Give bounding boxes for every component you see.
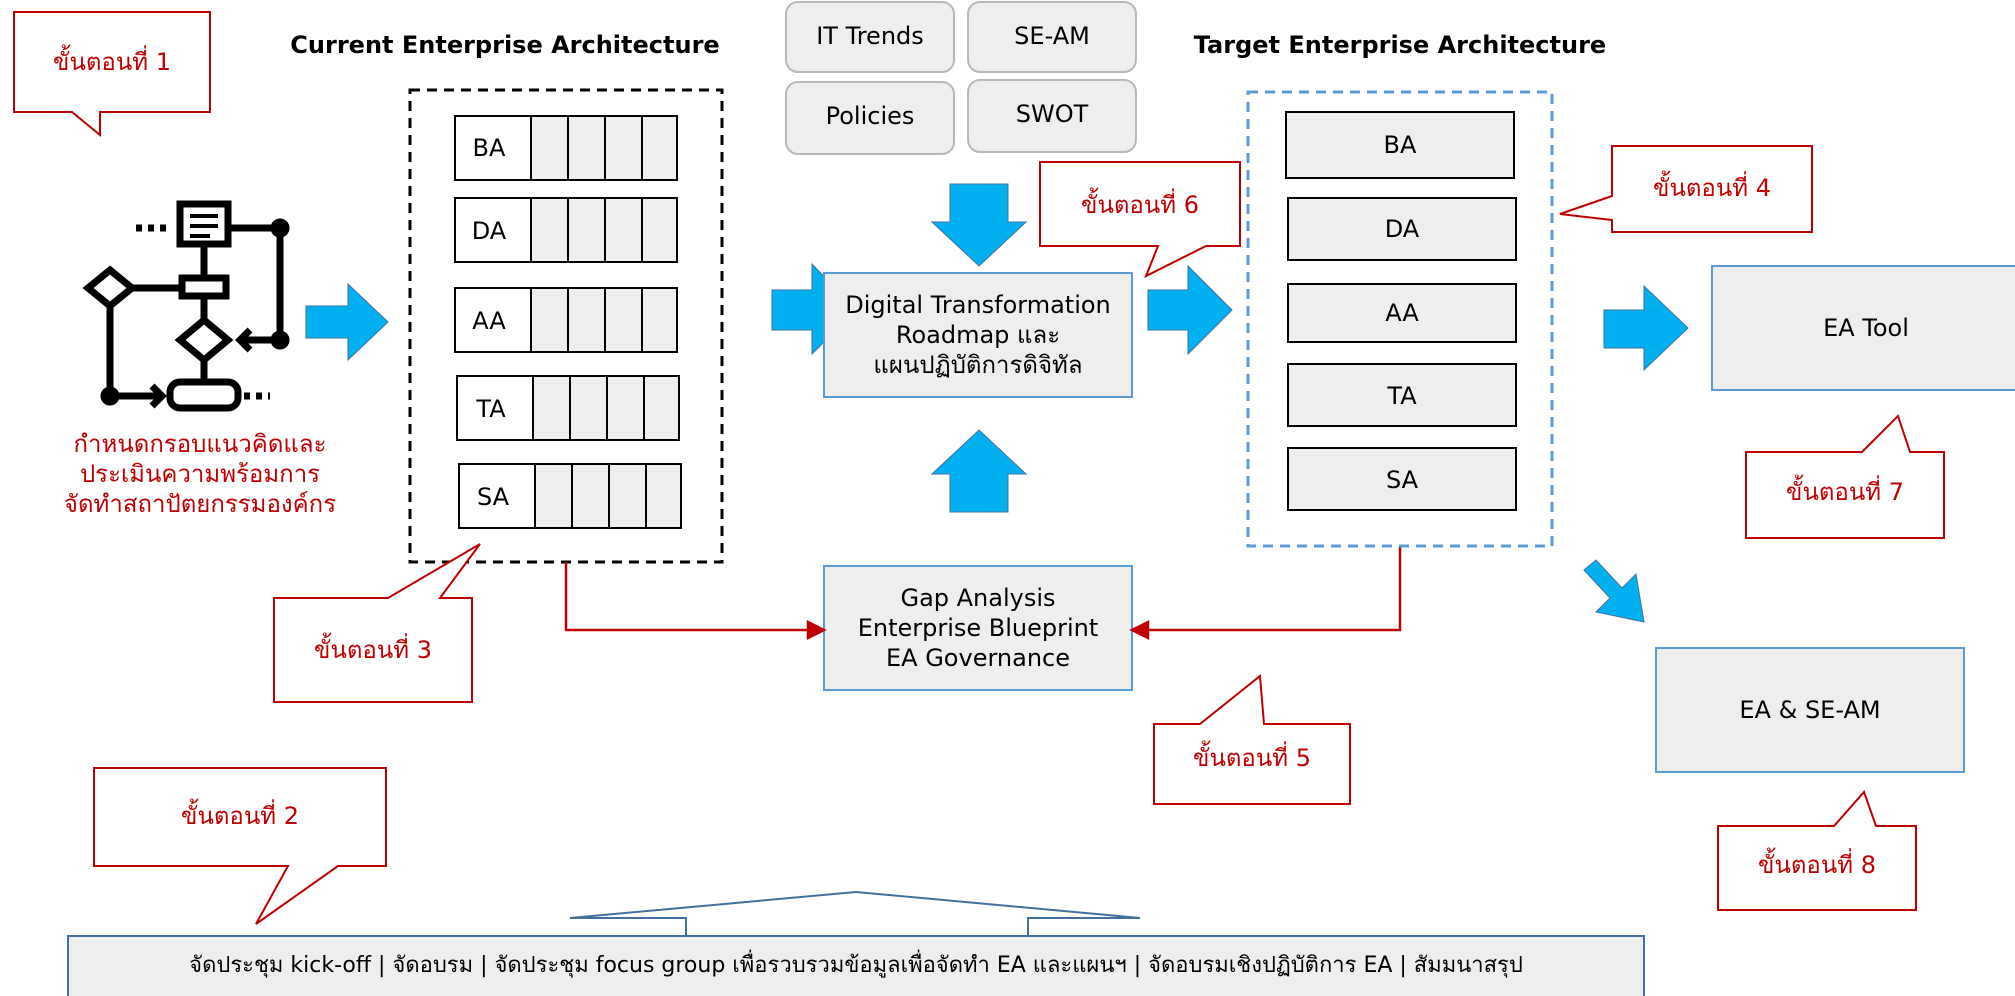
callout-step-1: ขั้นตอนที่ 1: [13, 11, 211, 138]
roadmap-box: Digital Transformation Roadmap และ แผนปฏ…: [823, 272, 1133, 398]
current-ea-layer-aa: AA: [454, 287, 678, 353]
input-label: SWOT: [1016, 100, 1089, 128]
arrow-gap-to-roadmap: [930, 429, 1028, 513]
callout-step-2: ขั้นตอนที่ 2: [93, 767, 387, 925]
arrow-target-to-tool: [1603, 284, 1689, 372]
target-layer-label: BA: [1384, 131, 1417, 159]
step-6-label: ขั้นตอนที่ 6: [1081, 187, 1199, 219]
input-label: IT Trends: [816, 22, 924, 50]
arrow-target-to-seam: [1583, 559, 1645, 623]
activities-bar-pointer: [569, 890, 1141, 937]
target-ea-layer-da: DA: [1287, 197, 1517, 261]
callout-step-7: ขั้นตอนที่ 7: [1745, 414, 1945, 539]
flowchart-icon: [82, 200, 290, 412]
current-layer-label: SA: [477, 483, 510, 511]
current-layer-label: TA: [475, 395, 506, 423]
target-ea-layer-ta: TA: [1287, 363, 1517, 427]
gap-line-2: Enterprise Blueprint: [858, 614, 1099, 642]
activities-text: จัดประชุม kick-off | จัดอบรม | จัดประชุม…: [189, 949, 1523, 978]
current-layer-label: BA: [473, 134, 506, 162]
current-ea-layer-sa: SA: [458, 463, 682, 529]
current-ea-layer-da: DA: [454, 197, 678, 263]
step-2-label: ขั้นตอนที่ 2: [181, 798, 299, 830]
input-label: Policies: [826, 102, 915, 130]
framework-caption-line-2: ประเมินความพร้อมการ: [80, 460, 320, 488]
callout-step-5: ขั้นตอนที่ 5: [1153, 674, 1351, 805]
callout-step-6: ขั้นตอนที่ 6: [1039, 161, 1241, 279]
input-label: SE-AM: [1014, 22, 1090, 50]
current-layer-label: DA: [472, 217, 507, 245]
gap-line-1: Gap Analysis: [900, 584, 1055, 612]
roadmap-line-2: Roadmap และ: [896, 321, 1060, 349]
ea-se-am-box: EA & SE-AM: [1655, 647, 1965, 773]
step-4-label: ขั้นตอนที่ 4: [1653, 170, 1771, 202]
step-5-label: ขั้นตอนที่ 5: [1193, 740, 1311, 772]
target-ea-layer-aa: AA: [1287, 283, 1517, 343]
current-layer-label: AA: [472, 307, 506, 335]
target-ea-title: Target Enterprise Architecture: [1194, 31, 1606, 59]
ea-se-am-label: EA & SE-AM: [1739, 696, 1880, 724]
target-ea-layer-sa: SA: [1287, 447, 1517, 511]
framework-caption-line-3: จัดทำสถาปัตยกรรมองค์กร: [64, 490, 336, 518]
connector-current-to-gap: [564, 562, 827, 641]
arrow-framework-to-current: [305, 282, 389, 362]
input-se-am: SE-AM: [967, 1, 1137, 73]
ea-tool-box: EA Tool: [1711, 265, 2015, 391]
roadmap-line-3: แผนปฏิบัติการดิจิทัล: [873, 351, 1082, 379]
connector-target-to-gap: [1129, 546, 1402, 641]
gap-line-3: EA Governance: [886, 644, 1070, 672]
input-it-trends: IT Trends: [785, 1, 955, 73]
target-ea-frame: [1246, 90, 1554, 548]
target-ea-layer-ba: BA: [1285, 111, 1515, 179]
target-layer-label: TA: [1386, 382, 1417, 410]
arrow-inputs-to-roadmap: [930, 183, 1028, 267]
current-ea-layer-ta: TA: [456, 375, 680, 441]
input-policies: Policies: [785, 81, 955, 155]
activities-bar: จัดประชุม kick-off | จัดอบรม | จัดประชุม…: [67, 935, 1645, 996]
ea-tool-label: EA Tool: [1823, 314, 1909, 342]
step-7-label: ขั้นตอนที่ 7: [1786, 474, 1904, 506]
step-1-label: ขั้นตอนที่ 1: [53, 44, 171, 76]
target-layer-label: SA: [1386, 466, 1419, 494]
roadmap-line-1: Digital Transformation: [845, 291, 1111, 319]
callout-step-3: ขั้นตอนที่ 3: [273, 543, 481, 703]
current-ea-layer-ba: BA: [454, 115, 678, 181]
step-8-label: ขั้นตอนที่ 8: [1758, 847, 1876, 879]
current-ea-title: Current Enterprise Architecture: [290, 31, 719, 59]
gap-analysis-box: Gap Analysis Enterprise Blueprint EA Gov…: [823, 565, 1133, 691]
target-layer-label: DA: [1385, 215, 1420, 243]
framework-caption-line-1: กำหนดกรอบแนวคิดและ: [74, 430, 327, 458]
step-3-label: ขั้นตอนที่ 3: [314, 632, 432, 664]
callout-step-8: ขั้นตอนที่ 8: [1717, 790, 1917, 911]
callout-step-4: ขั้นตอนที่ 4: [1559, 145, 1813, 233]
target-layer-label: AA: [1385, 299, 1419, 327]
arrow-roadmap-to-target: [1147, 264, 1233, 356]
input-swot: SWOT: [967, 79, 1137, 153]
